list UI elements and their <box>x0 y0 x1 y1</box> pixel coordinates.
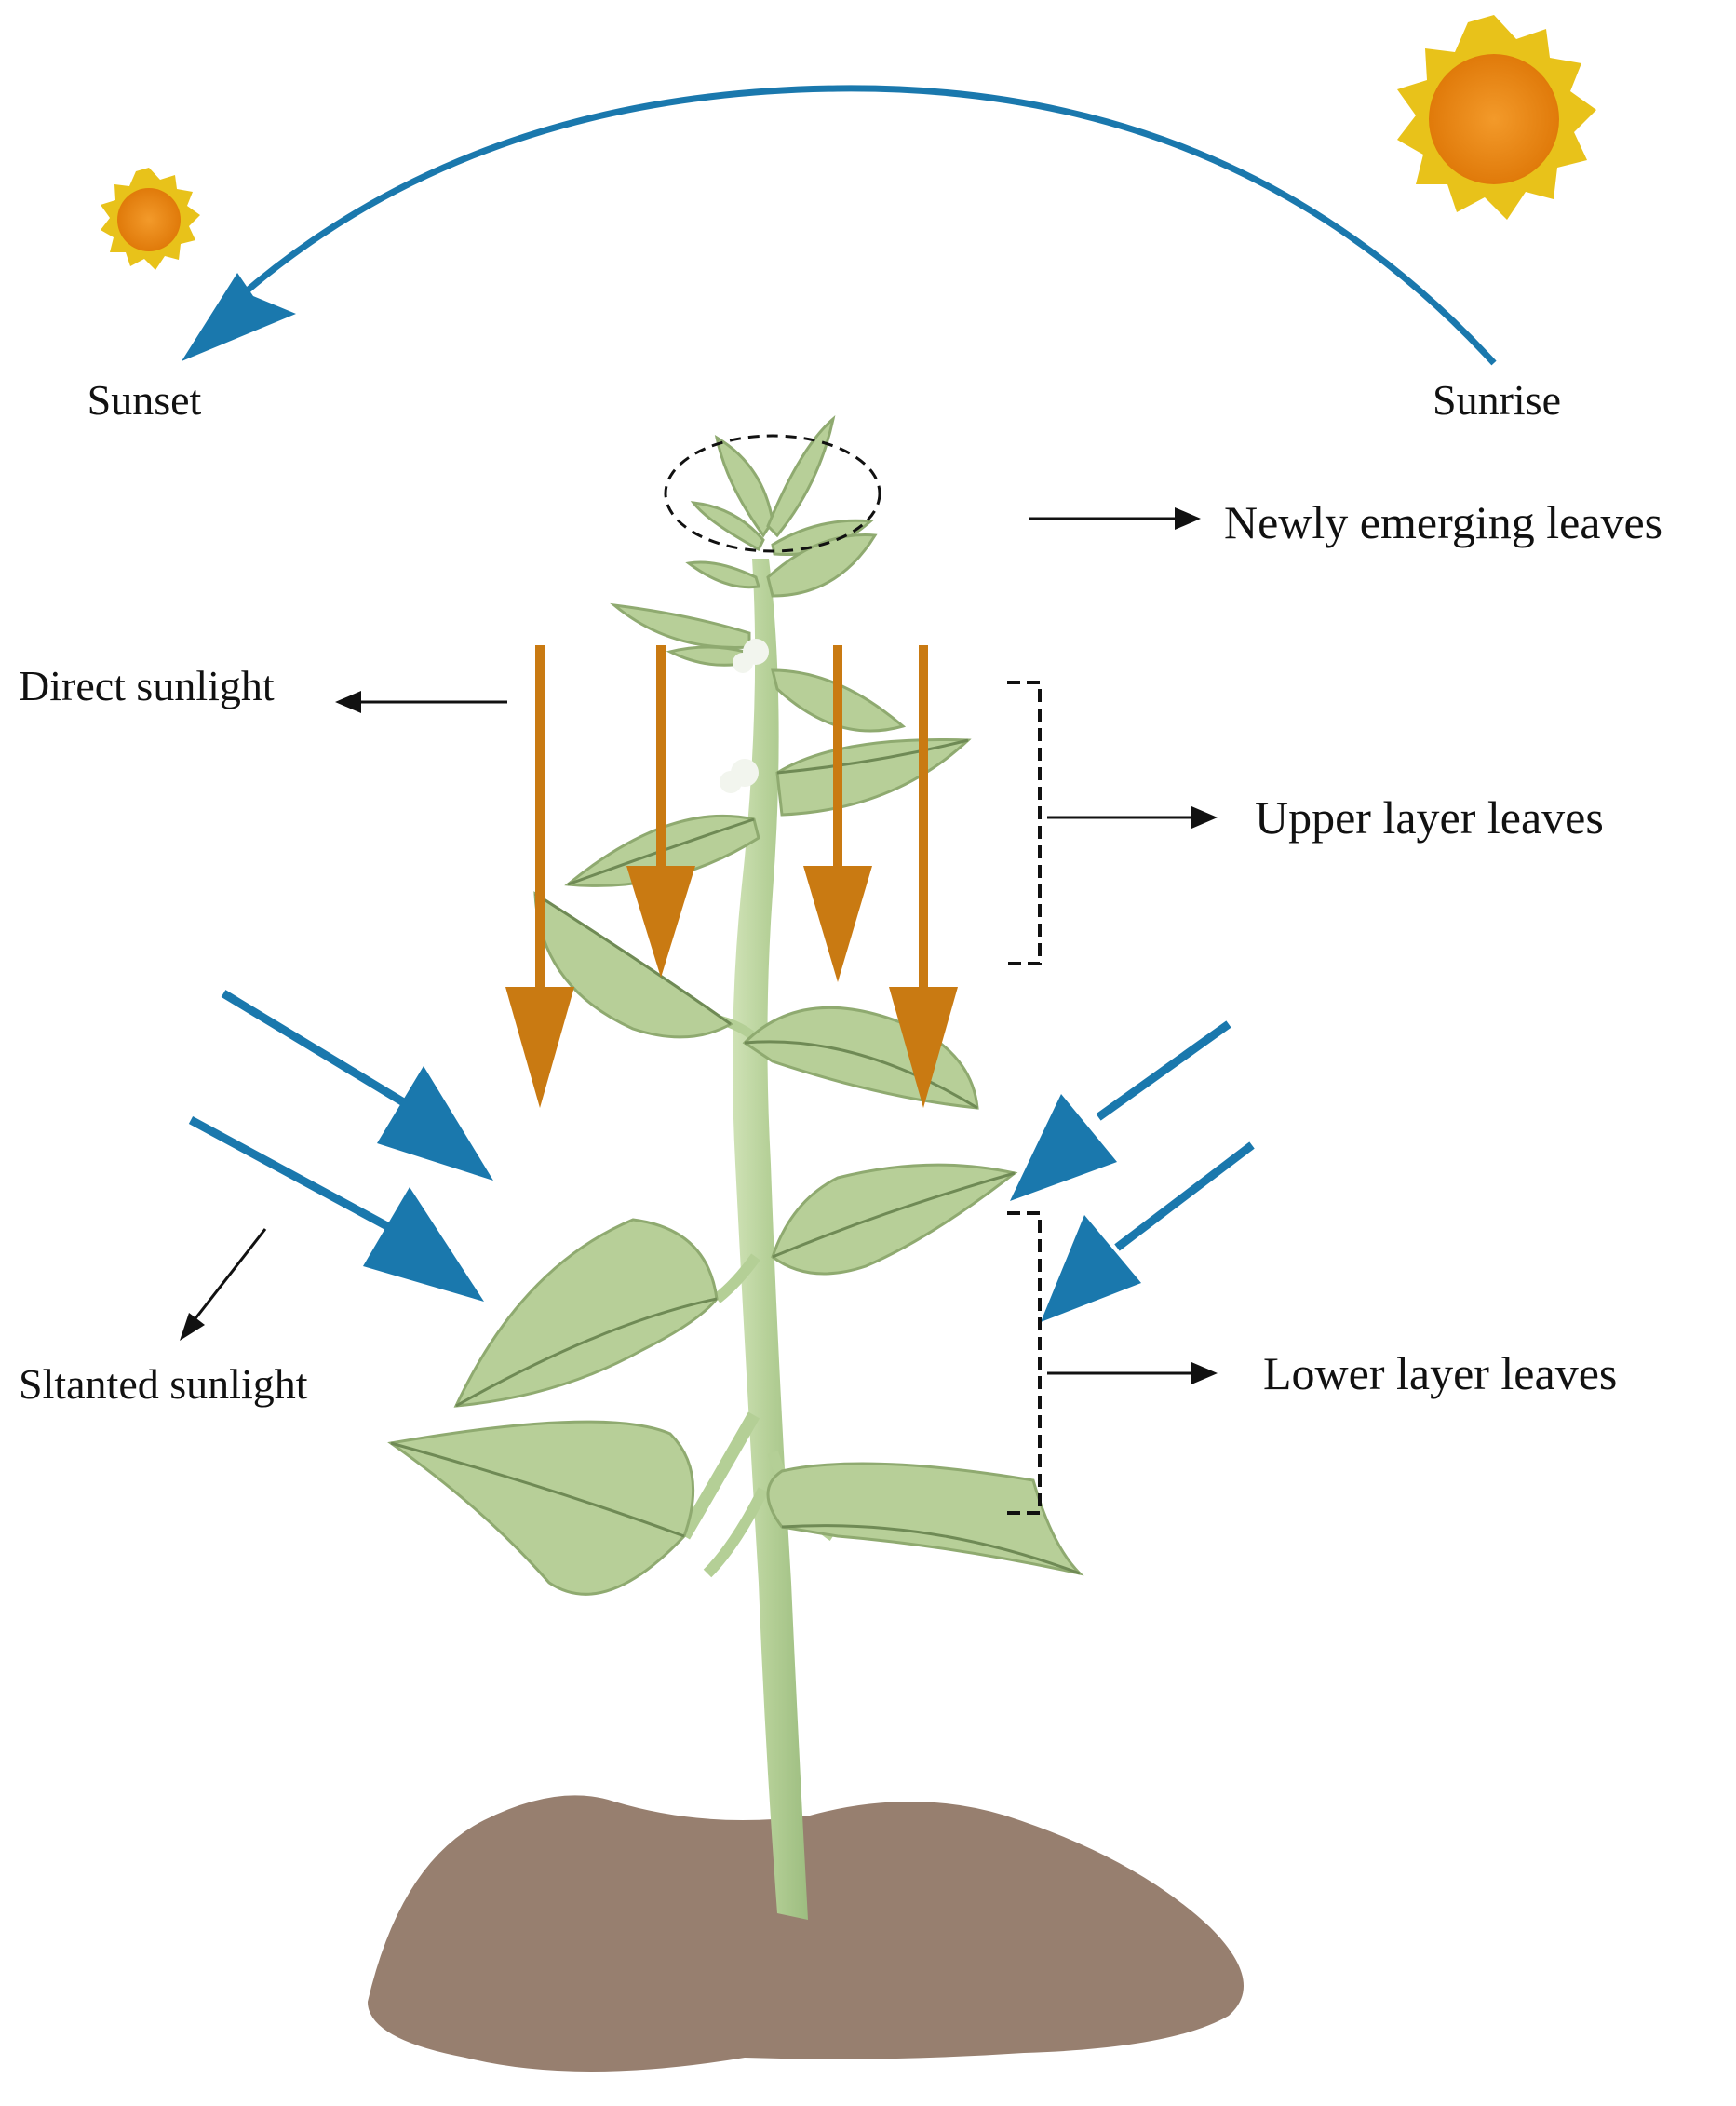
leaf <box>771 1163 1018 1276</box>
lower-layer-label: Lower layer leaves <box>1263 1347 1617 1399</box>
flower <box>733 653 753 673</box>
sunset-label: Sunset <box>87 376 202 424</box>
flower <box>720 771 742 793</box>
sun-icon <box>1397 15 1596 220</box>
leaf <box>775 737 972 817</box>
leaf <box>387 1420 695 1596</box>
sun-icon <box>101 168 200 270</box>
slanted-sunlight-arrows <box>188 990 1255 1322</box>
direct-sunlight-arrows <box>505 645 958 1108</box>
leaf <box>453 1218 719 1408</box>
leaf <box>766 533 878 598</box>
slanted-sunlight-pointer <box>180 1228 267 1341</box>
slanted-arrow <box>1010 1020 1231 1201</box>
leaf <box>766 1462 1084 1576</box>
upper-layer-pointer <box>1047 806 1218 829</box>
soil-mound <box>368 1795 1244 2072</box>
sunrise-label: Sunrise <box>1433 376 1561 424</box>
sun-path-arrow <box>182 85 1497 366</box>
stem <box>733 559 808 1920</box>
upper-layer-label: Upper layer leaves <box>1255 791 1604 844</box>
slanted-arrow <box>221 990 493 1181</box>
lower-layer-pointer <box>1047 1362 1218 1384</box>
direct-arrow <box>803 645 872 982</box>
leaf <box>610 602 751 649</box>
plant <box>387 414 1084 1920</box>
slanted-sunlight-label: Sltanted sunlight <box>19 1360 308 1408</box>
leaf <box>714 434 774 538</box>
direct-sunlight-label: Direct sunlight <box>19 662 275 709</box>
direct-arrow <box>889 645 958 1108</box>
leaf <box>766 414 836 538</box>
direct-sunlight-pointer <box>335 691 507 713</box>
leaf <box>685 560 760 589</box>
leaf <box>666 645 748 667</box>
newly-emerging-pointer <box>1029 507 1201 530</box>
upper-layer-bracket <box>1007 681 1042 965</box>
slanted-arrow <box>1041 1141 1255 1322</box>
newly-emerging-label: Newly emerging leaves <box>1224 496 1662 548</box>
direct-arrow <box>505 645 574 1108</box>
direct-arrow <box>626 645 695 978</box>
new-leaves-highlight <box>664 434 881 553</box>
slanted-arrow <box>188 1116 484 1302</box>
lower-layer-bracket <box>1007 1211 1042 1515</box>
leaf <box>690 501 765 552</box>
